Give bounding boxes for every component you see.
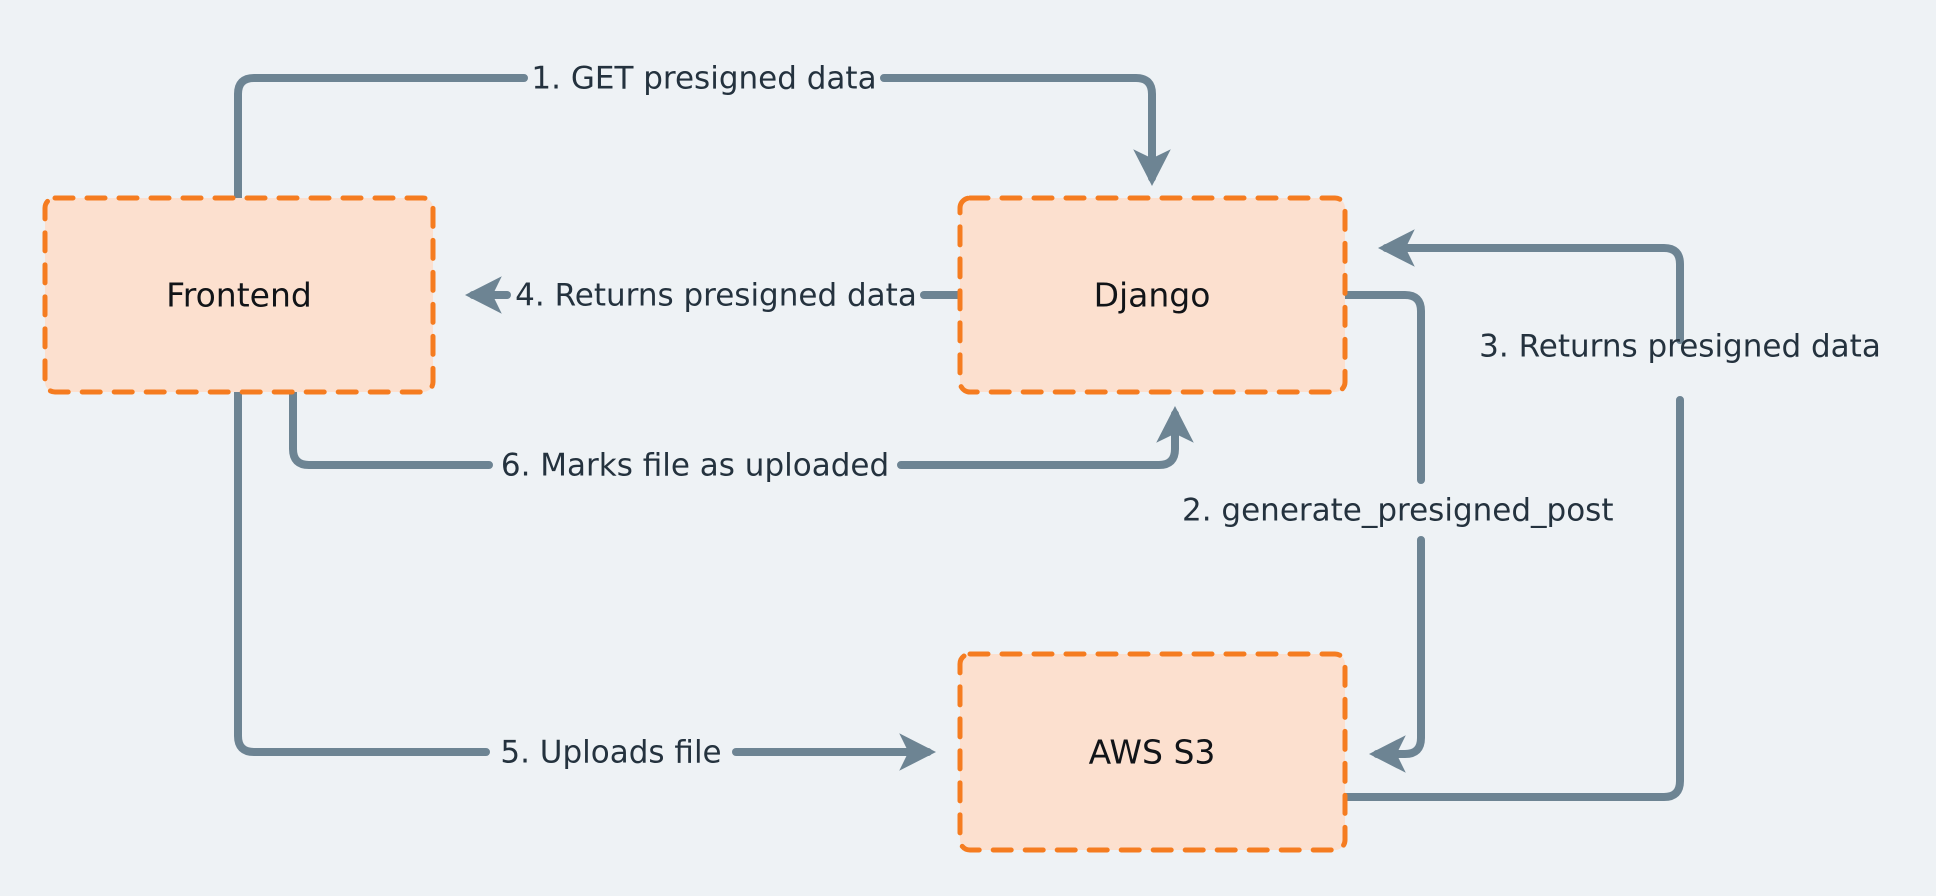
edge-4-returns-presigned-data: 4. Returns presigned data [464,276,964,314]
edge-3-segment-top [1377,229,1684,344]
edge-1-segment-right [880,74,1171,187]
node-frontend-box[interactable] [42,195,436,395]
node-django-box[interactable] [957,195,1348,395]
node-aws-s3-box[interactable] [957,651,1348,853]
edge-1-get-presigned-data: 1. GET presigned data [234,61,1171,202]
edge-4-label: 4. Returns presigned data [515,278,917,314]
edge-2-segment-bottom [1368,536,1425,773]
edge-5-label: 5. Uploads file [500,735,721,771]
edge-3-returns-presigned-data: 3. Returns presigned data [1341,229,1881,801]
edge-6-marks-file-as-uploaded: 6. Marks file as uploaded [289,388,1194,484]
edge-1-segment-left [234,74,528,202]
node-django-label: Django [1094,276,1211,315]
edge-2-segment-top [1341,291,1425,484]
edge-5-segment-left [234,388,490,756]
edge-6-segment-right [897,405,1194,469]
edge-1-label: 1. GET presigned data [531,61,876,97]
edge-6-segment-left [289,388,493,469]
edge-6-label: 6. Marks file as uploaded [501,448,889,484]
node-frontend[interactable]: Frontend [42,195,436,395]
edge-3-label: 3. Returns presigned data [1479,329,1881,365]
edge-3-segment-bottom [1341,396,1684,801]
node-django[interactable]: Django [957,195,1348,395]
edge-2-label: 2. generate_presigned_post [1182,493,1613,529]
edge-2-generate-presigned-post: 2. generate_presigned_post [1182,291,1613,773]
node-aws-s3[interactable]: AWS S3 [957,651,1348,853]
node-aws-s3-label: AWS S3 [1089,733,1216,772]
edge-5-uploads-file: 5. Uploads file [234,388,937,771]
node-frontend-label: Frontend [166,276,312,315]
